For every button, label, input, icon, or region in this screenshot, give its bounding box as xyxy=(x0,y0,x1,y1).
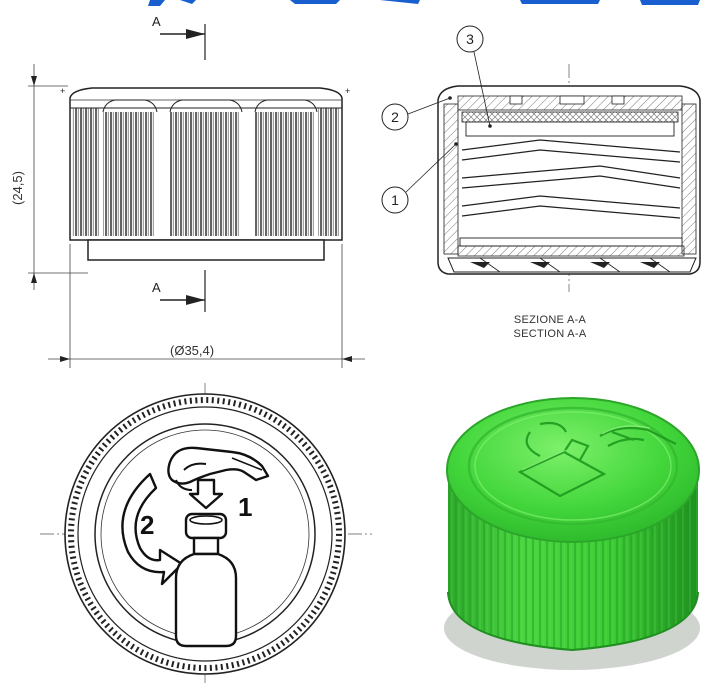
embossed-instructions-icon xyxy=(517,421,677,498)
header-band xyxy=(0,0,710,6)
section-label-bottom: A xyxy=(152,280,161,295)
tamper-ring xyxy=(87,239,325,261)
hand-press-icon xyxy=(167,446,270,491)
section-caption-it: SEZIONE A-A xyxy=(513,314,587,326)
callout-3 xyxy=(456,25,484,53)
section-caption-en: SECTION A-A xyxy=(513,328,587,340)
section-label-top: A xyxy=(152,14,161,29)
top-view: 1 2 xyxy=(40,383,372,684)
knurl-b xyxy=(170,112,240,236)
knurled-edge xyxy=(68,397,342,671)
vial-icon xyxy=(174,512,238,648)
callout-2 xyxy=(381,103,409,131)
knurl-left xyxy=(72,108,100,236)
svg-text:+: + xyxy=(60,86,65,96)
svg-text:1: 1 xyxy=(391,192,399,208)
cropped-header-text xyxy=(148,0,700,6)
side-view: A A + + (24,5) (Ø35,4 xyxy=(10,14,365,368)
wall-left xyxy=(443,103,459,255)
liner xyxy=(461,111,679,123)
cap-top xyxy=(447,398,699,542)
step-2-label: 2 xyxy=(140,510,154,540)
knurl-right xyxy=(318,108,340,236)
arrow-head-icon xyxy=(186,29,205,39)
height-dimension-label: (24,5) xyxy=(10,171,25,205)
diameter-dimension-label: (Ø35,4) xyxy=(170,343,214,358)
knurl-c xyxy=(255,112,315,236)
svg-text:3: 3 xyxy=(466,31,474,47)
wall-right xyxy=(681,103,697,255)
svg-text:+: + xyxy=(345,86,350,96)
section-view: 3 2 1 xyxy=(381,25,701,292)
down-arrow-icon xyxy=(188,478,224,510)
callout-1 xyxy=(381,186,409,214)
svg-text:2: 2 xyxy=(391,109,399,125)
step-1-label: 1 xyxy=(238,492,252,522)
arrow-head-icon xyxy=(186,295,205,305)
knurl-a xyxy=(103,112,155,236)
cap-3d-render xyxy=(444,397,700,670)
